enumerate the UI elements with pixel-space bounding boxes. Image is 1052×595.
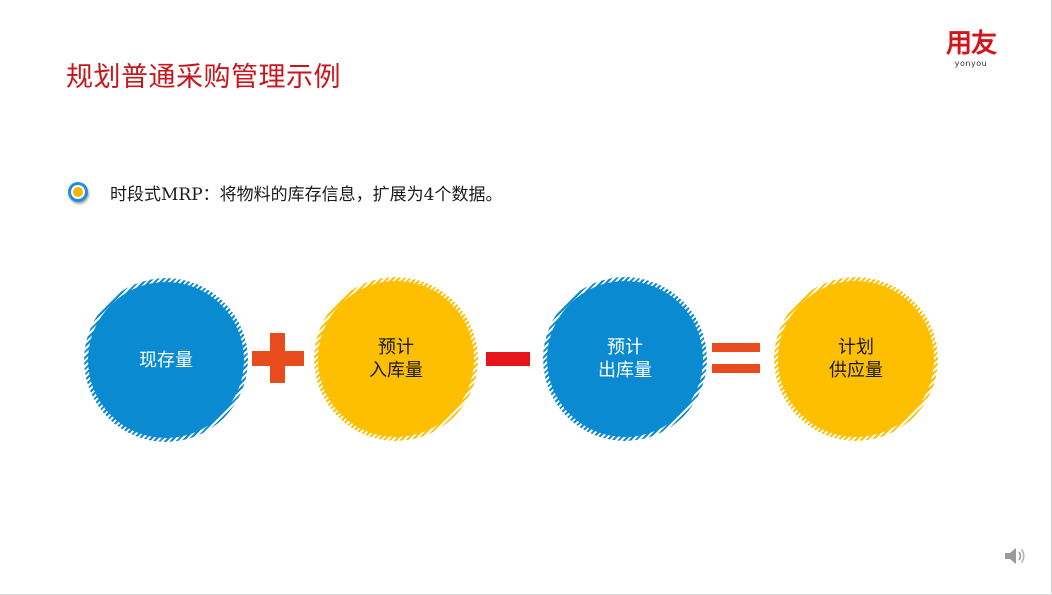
logo-en-text: yonyou: [954, 59, 988, 68]
speaker-icon[interactable]: [1003, 545, 1027, 567]
circle-label-line-2: 供应量: [829, 360, 883, 381]
slide-title: 规划普通采购管理示例: [66, 62, 341, 93]
minus-operator-icon: [486, 352, 530, 366]
circle-planned-supply-qty: 计划 供应量: [774, 277, 938, 441]
circle-expected-issue-qty: 预计 出库量: [543, 277, 707, 441]
circle-label-line-1: 预计: [378, 337, 414, 358]
circle-label-line-1: 计划: [838, 337, 874, 358]
circle-label-line-2: 出库量: [598, 360, 652, 381]
bullet-point-icon: [68, 182, 88, 202]
circle-disc: [88, 282, 244, 438]
yonyou-logo: 用友 yonyou: [936, 30, 1006, 72]
circle-disc: [318, 281, 474, 437]
plus-operator-icon: [252, 333, 304, 383]
logo-cn-text: 用友: [945, 29, 997, 59]
circle-label: 现存量: [139, 349, 193, 371]
circle-expected-receipt-qty: 预计 入库量: [314, 277, 478, 441]
circle-disc: [547, 281, 703, 437]
circle-disc: [778, 281, 934, 437]
circle-on-hand-qty: 现存量: [84, 278, 248, 442]
equals-operator-icon: [712, 343, 760, 373]
circle-label-line-1: 预计: [607, 337, 643, 358]
bullet-item: 时段式MRP：将物料的库存信息，扩展为4个数据。: [68, 178, 502, 206]
circle-label-line-2: 入库量: [369, 360, 423, 381]
bullet-text: 时段式MRP：将物料的库存信息，扩展为4个数据。: [110, 184, 503, 205]
